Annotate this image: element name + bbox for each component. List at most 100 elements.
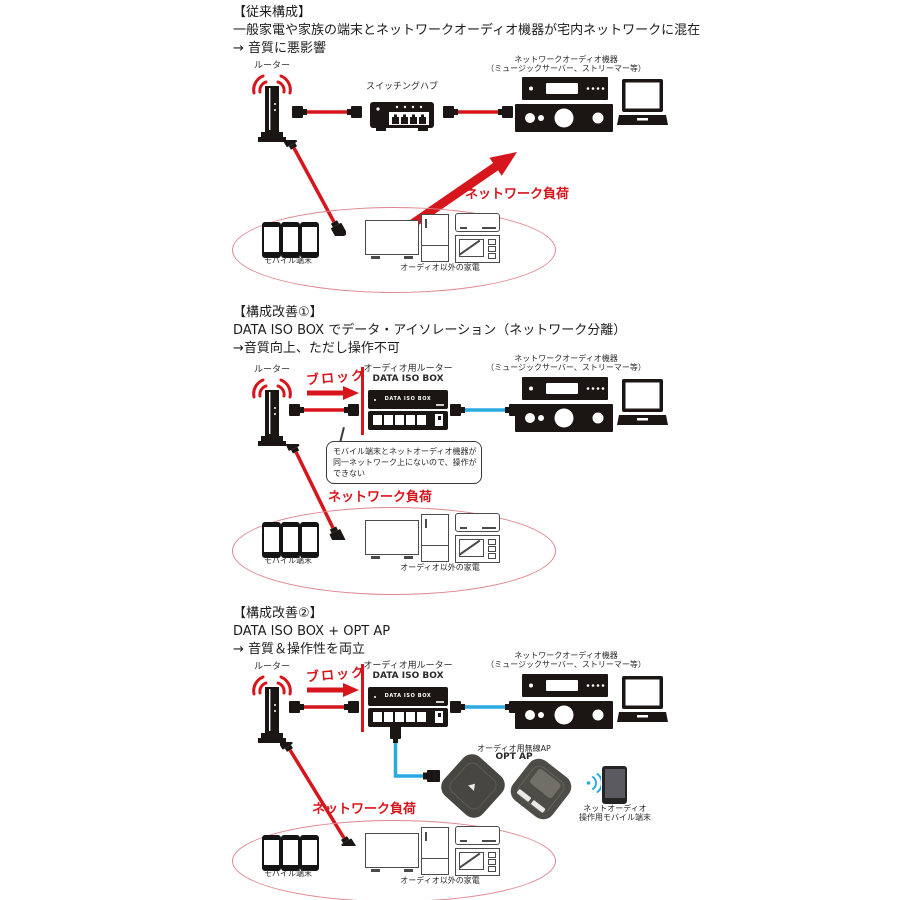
ethernet-cable-icon bbox=[289, 701, 359, 713]
laptop-icon bbox=[617, 79, 668, 125]
section3-line1: DATA ISO BOX + OPT AP bbox=[233, 624, 391, 639]
non-audio-appliances-label: オーディオ以外の家電 bbox=[400, 876, 480, 885]
lan-port bbox=[417, 414, 426, 425]
section2-line1: DATA ISO BOX でデータ・アイソレーション（ネットワーク分離） bbox=[233, 323, 627, 338]
label-sticker bbox=[516, 788, 532, 802]
microwave-button bbox=[488, 246, 496, 252]
section1-line1: 一般家電や家族の端末とネットワークオーディオ機器が宅内ネットワークに混在 bbox=[233, 23, 701, 38]
microwave-button bbox=[488, 859, 496, 865]
air-conditioner-icon bbox=[455, 513, 500, 532]
lan-port bbox=[406, 414, 415, 425]
device-led bbox=[374, 695, 376, 698]
lan-port bbox=[395, 711, 404, 722]
air-conditioner-icon bbox=[455, 213, 500, 232]
data-iso-box-device: DATA ISO BOX bbox=[368, 687, 448, 706]
data-iso-box-label: DATA ISO BOX bbox=[372, 374, 444, 384]
home-network-ellipse bbox=[232, 820, 556, 900]
section3-title: 【構成改善②】 bbox=[233, 606, 323, 621]
operation-phone-label-line1: ネットオーディオ bbox=[583, 804, 647, 813]
router-icon bbox=[252, 74, 292, 142]
lan-port bbox=[384, 414, 393, 425]
network-audio-label: ネットワークオーディオ機器 （ミュージックサーバー、ストリーマー等） bbox=[466, 55, 666, 73]
mobile-phone-icon bbox=[262, 835, 281, 871]
router-label: ルーター bbox=[253, 365, 290, 375]
switching-hub-label: スイッチングハブ bbox=[366, 82, 439, 92]
ethernet-cable-icon bbox=[289, 404, 359, 416]
microwave-icon bbox=[455, 235, 500, 263]
audio-component-icon bbox=[515, 701, 613, 729]
mobile-phone-icon bbox=[262, 522, 281, 558]
network-audio-label-line2: （ミュージックサーバー、ストリーマー等） bbox=[486, 660, 646, 669]
mobile-phone-icon bbox=[262, 222, 281, 258]
network-audio-label-line1: ネットワークオーディオ機器 bbox=[514, 55, 618, 64]
network-load-label: ネットワーク負荷 bbox=[312, 802, 417, 817]
isolation-line bbox=[361, 367, 364, 435]
lan-port bbox=[384, 711, 393, 722]
wifi-icon bbox=[586, 773, 601, 793]
home-network-ellipse bbox=[232, 507, 556, 595]
device-face-text: DATA ISO BOX bbox=[384, 693, 432, 699]
non-audio-appliances-label: オーディオ以外の家電 bbox=[400, 563, 480, 572]
smartphone-icon bbox=[602, 766, 627, 804]
section1-header: 【従来構成】 一般家電や家族の端末とネットワークオーディオ機器が宅内ネットワーク… bbox=[233, 4, 700, 58]
ethernet-cable-elbow-icon bbox=[390, 726, 440, 782]
mobile-devices-label: モバイル端末 bbox=[264, 869, 312, 878]
microwave-button bbox=[488, 253, 496, 259]
smartphone-screen bbox=[604, 769, 625, 798]
network-load-label: ネットワーク負荷 bbox=[328, 490, 433, 505]
microwave-button bbox=[488, 852, 496, 858]
device-brand-mark bbox=[436, 701, 444, 703]
audio-component-icon bbox=[515, 404, 613, 432]
section1-title: 【従来構成】 bbox=[233, 5, 312, 20]
tv-icon bbox=[365, 220, 419, 259]
opt-ap-device-bottom bbox=[505, 753, 577, 825]
network-audio-label-line1: ネットワークオーディオ機器 bbox=[514, 354, 618, 363]
network-audio-label-line2: （ミュージックサーバー、ストリーマー等） bbox=[486, 64, 646, 73]
audio-component-icon bbox=[522, 674, 608, 697]
label-sticker bbox=[530, 799, 546, 814]
switching-hub-icon bbox=[370, 102, 434, 131]
operation-phone-label-line2: 操作用モバイル端末 bbox=[579, 813, 651, 822]
network-audio-label-line1: ネットワークオーディオ機器 bbox=[514, 651, 618, 660]
audio-router-label: オーディオ用ルーター bbox=[363, 364, 453, 374]
device-brand-mark bbox=[436, 404, 444, 406]
data-iso-box-rear bbox=[368, 708, 448, 727]
router-label: ルーター bbox=[253, 61, 290, 71]
laptop-icon bbox=[617, 676, 668, 722]
audio-router-label: オーディオ用ルーター bbox=[363, 661, 453, 671]
audio-component-icon bbox=[522, 377, 608, 400]
router-label: ルーター bbox=[253, 662, 290, 672]
network-load-label: ネットワーク負荷 bbox=[465, 187, 570, 202]
non-audio-appliances-label: オーディオ以外の家電 bbox=[400, 263, 480, 272]
power-switch bbox=[435, 711, 443, 723]
mobile-devices-label: モバイル端末 bbox=[264, 256, 312, 265]
refrigerator-icon bbox=[421, 214, 449, 262]
microwave-button bbox=[488, 553, 496, 559]
air-conditioner-icon bbox=[455, 826, 500, 845]
opt-ap-panel bbox=[528, 767, 562, 800]
data-iso-box-rear bbox=[368, 411, 448, 430]
home-network-ellipse bbox=[232, 207, 556, 293]
callout-line3: できない bbox=[333, 469, 365, 478]
lan-port bbox=[406, 711, 415, 722]
section2-title: 【構成改善①】 bbox=[233, 305, 323, 320]
lan-port bbox=[373, 414, 382, 425]
microwave-window bbox=[459, 539, 484, 557]
block-arrow-icon bbox=[307, 386, 359, 400]
mobile-phone-icon bbox=[281, 522, 300, 558]
isolation-line bbox=[361, 664, 364, 732]
ethernet-cable-icon bbox=[443, 106, 513, 118]
section3-line2: → 音質＆操作性を両立 bbox=[233, 642, 366, 657]
microwave-button bbox=[488, 546, 496, 552]
lan-port bbox=[395, 414, 404, 425]
microwave-button bbox=[488, 866, 496, 872]
network-audio-label: ネットワークオーディオ機器 （ミュージックサーバー、ストリーマー等） bbox=[466, 354, 666, 372]
microwave-button bbox=[488, 239, 496, 245]
audio-component-icon bbox=[522, 77, 608, 100]
mobile-phone-icon bbox=[300, 222, 319, 258]
microwave-button bbox=[488, 539, 496, 545]
lan-port bbox=[417, 711, 426, 722]
laptop-icon bbox=[617, 379, 668, 425]
power-switch bbox=[435, 414, 443, 426]
router-icon bbox=[252, 675, 292, 743]
